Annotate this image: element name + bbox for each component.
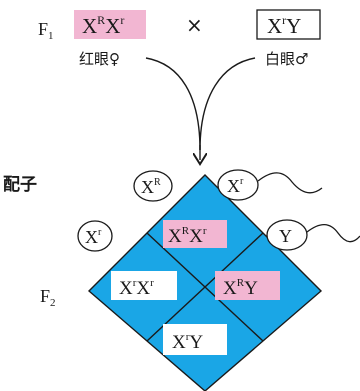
offspring-top-genotype: XRXr	[168, 225, 207, 247]
male-gamete-top-tail	[257, 172, 323, 194]
female-gamete-top-oval	[133, 170, 173, 202]
gametes-label: 配子	[3, 175, 37, 195]
offspring-bottom-box	[163, 324, 227, 355]
cross-symbol: ×	[186, 13, 203, 37]
male-gamete-top-oval	[217, 169, 259, 201]
male-gamete-bottom-oval	[266, 219, 308, 251]
offspring-right-box	[215, 271, 280, 300]
cross-line-left	[145, 57, 201, 151]
male-parent-box	[256, 9, 321, 40]
female-parent-box	[74, 10, 146, 39]
male-genotype: XrY	[267, 13, 301, 38]
f1-label: F1	[38, 19, 54, 42]
male-gamete-bottom: Y	[279, 226, 292, 246]
male-gamete-bottom-tail	[306, 223, 360, 243]
female-genotype: XRXr	[82, 13, 124, 38]
male-gamete-top: Xr	[227, 176, 244, 196]
f2-label: F2	[40, 286, 56, 309]
punnett-diamond	[87, 174, 323, 391]
offspring-left-box	[111, 271, 177, 300]
diamond-divider-2	[146, 232, 264, 342]
female-gamete-top: XR	[141, 177, 161, 197]
offspring-top-box	[163, 220, 227, 248]
female-phenotype-label: 红眼♀	[79, 50, 120, 68]
female-gamete-bottom-oval	[77, 220, 113, 252]
offspring-right-genotype: XRY	[223, 277, 258, 299]
cross-line-right	[199, 57, 256, 151]
offspring-bottom-genotype: XrY	[172, 331, 203, 353]
offspring-left-genotype: XrXr	[119, 277, 154, 299]
female-gamete-bottom: Xr	[85, 227, 102, 247]
male-phenotype-label: 白眼♂	[265, 50, 308, 68]
